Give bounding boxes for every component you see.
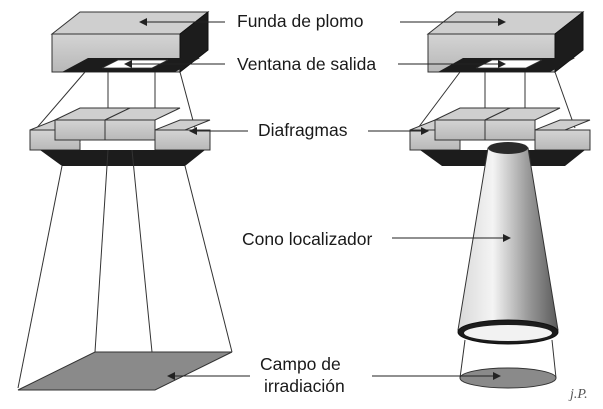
right-assembly	[409, 10, 591, 389]
label-exit-window-group: Ventana de salida	[124, 54, 506, 74]
label-diaphragms: Diafragmas	[258, 120, 348, 140]
right-diaphragms	[409, 107, 591, 166]
label-diaphragms-group: Diafragmas	[189, 120, 429, 140]
right-lower-beam-lines	[459, 339, 557, 379]
label-field-line2: irradiación	[264, 376, 345, 396]
left-diaphragms	[29, 107, 211, 166]
artist-signature: j.P.	[568, 387, 588, 402]
left-lower-beam-lines	[17, 149, 233, 389]
right-irradiation-field	[459, 367, 557, 389]
label-exit-window: Ventana de salida	[237, 54, 376, 74]
label-housing-group: Funda de plomo	[139, 11, 506, 31]
left-irradiation-field	[17, 351, 233, 391]
right-upper-beam-lines	[417, 71, 576, 129]
right-exit-window	[438, 58, 575, 72]
label-cone-group: Cono localizador	[242, 229, 511, 249]
locator-cone	[457, 142, 559, 345]
label-field-group: Campo de irradiación	[167, 354, 501, 396]
left-assembly	[17, 10, 233, 391]
label-field-line1: Campo de	[260, 354, 341, 374]
left-upper-beam-lines	[34, 71, 196, 131]
label-locator-cone: Cono localizador	[242, 229, 373, 249]
label-housing: Funda de plomo	[237, 11, 363, 31]
